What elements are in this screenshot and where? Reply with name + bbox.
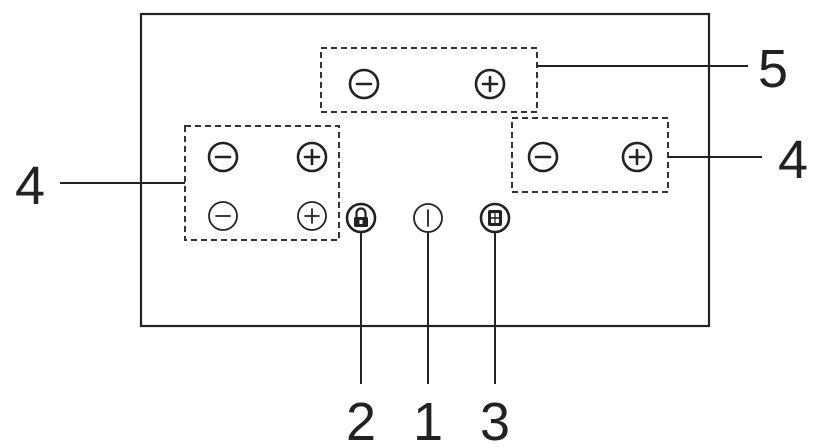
plus-icon bbox=[481, 75, 499, 93]
lock-icon bbox=[354, 207, 368, 227]
zone-left-row2-minus-button[interactable] bbox=[208, 201, 238, 231]
zone-top-plus-button[interactable] bbox=[474, 68, 506, 100]
zone-right-dashed-box bbox=[511, 117, 669, 193]
zone-left-row1-plus-button[interactable] bbox=[296, 141, 328, 173]
plus-icon bbox=[303, 148, 321, 166]
zone-right-plus-button[interactable] bbox=[621, 141, 653, 173]
zone-left-row1-minus-button[interactable] bbox=[207, 141, 239, 173]
callout-zone-right: 4 bbox=[778, 130, 808, 190]
plus-icon bbox=[628, 148, 646, 166]
callout-timer: 3 bbox=[480, 392, 510, 448]
lock-button[interactable] bbox=[345, 202, 377, 234]
zone-top-minus-button[interactable] bbox=[348, 68, 380, 100]
timer-icon bbox=[488, 210, 502, 226]
callout-power: 1 bbox=[413, 392, 443, 448]
plus-icon bbox=[304, 208, 320, 224]
callout-zone-top: 5 bbox=[758, 39, 788, 99]
timer-button[interactable] bbox=[479, 202, 511, 234]
zone-left-dashed-box bbox=[184, 125, 340, 241]
callout-lock: 2 bbox=[346, 392, 376, 448]
zone-left-row2-plus-button[interactable] bbox=[297, 201, 327, 231]
zone-right-minus-button[interactable] bbox=[527, 141, 559, 173]
power-button[interactable] bbox=[413, 203, 443, 233]
callout-zone-left: 4 bbox=[15, 156, 45, 216]
